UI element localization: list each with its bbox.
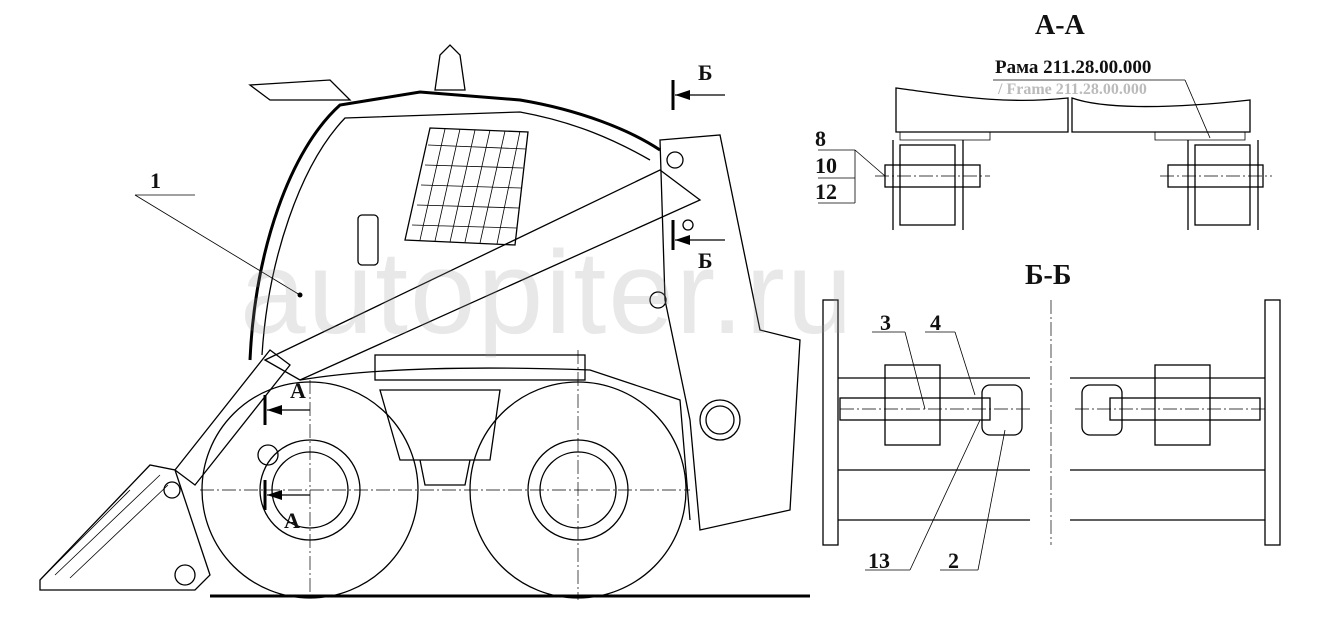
watermark: autopiter.ru bbox=[240, 227, 855, 359]
step-plate bbox=[379, 389, 501, 486]
section-bb-title: Б-Б bbox=[1025, 260, 1072, 291]
rear-tower bbox=[659, 134, 801, 531]
section-bb-view bbox=[822, 299, 1281, 571]
lift-arm bbox=[263, 169, 702, 381]
engine-cover bbox=[374, 354, 586, 381]
callout-10: 10 bbox=[815, 153, 837, 178]
callout-1: 1 bbox=[150, 168, 161, 193]
section-a-label-top: А bbox=[290, 378, 306, 403]
bucket-cylinder bbox=[174, 349, 291, 486]
cab-visor bbox=[248, 79, 352, 101]
callout-13: 13 bbox=[868, 548, 890, 573]
callout-2: 2 bbox=[948, 548, 959, 573]
cab-roof bbox=[248, 90, 661, 361]
beacon-light bbox=[434, 44, 466, 91]
section-marker-a bbox=[263, 395, 310, 510]
section-marker-b bbox=[671, 80, 725, 250]
section-aa-title: А-А bbox=[1035, 10, 1085, 41]
callout-3: 3 bbox=[880, 310, 891, 335]
frame-label-en: / Frame 211.28.00.000 bbox=[998, 81, 1147, 98]
section-b-label-top: Б bbox=[698, 60, 713, 85]
bucket bbox=[39, 464, 211, 591]
section-aa-view bbox=[818, 79, 1272, 230]
section-a-label-bottom: А bbox=[284, 508, 300, 533]
callout-8: 8 bbox=[815, 126, 826, 151]
mirror bbox=[357, 214, 379, 266]
callout-4: 4 bbox=[930, 310, 941, 335]
leader-1 bbox=[134, 194, 301, 296]
frame-label: Рама 211.28.00.000 bbox=[995, 57, 1152, 78]
chassis bbox=[299, 367, 691, 521]
rear-window-grid bbox=[404, 127, 529, 246]
callout-12: 12 bbox=[815, 179, 837, 204]
section-b-label-bottom: Б bbox=[698, 248, 713, 273]
